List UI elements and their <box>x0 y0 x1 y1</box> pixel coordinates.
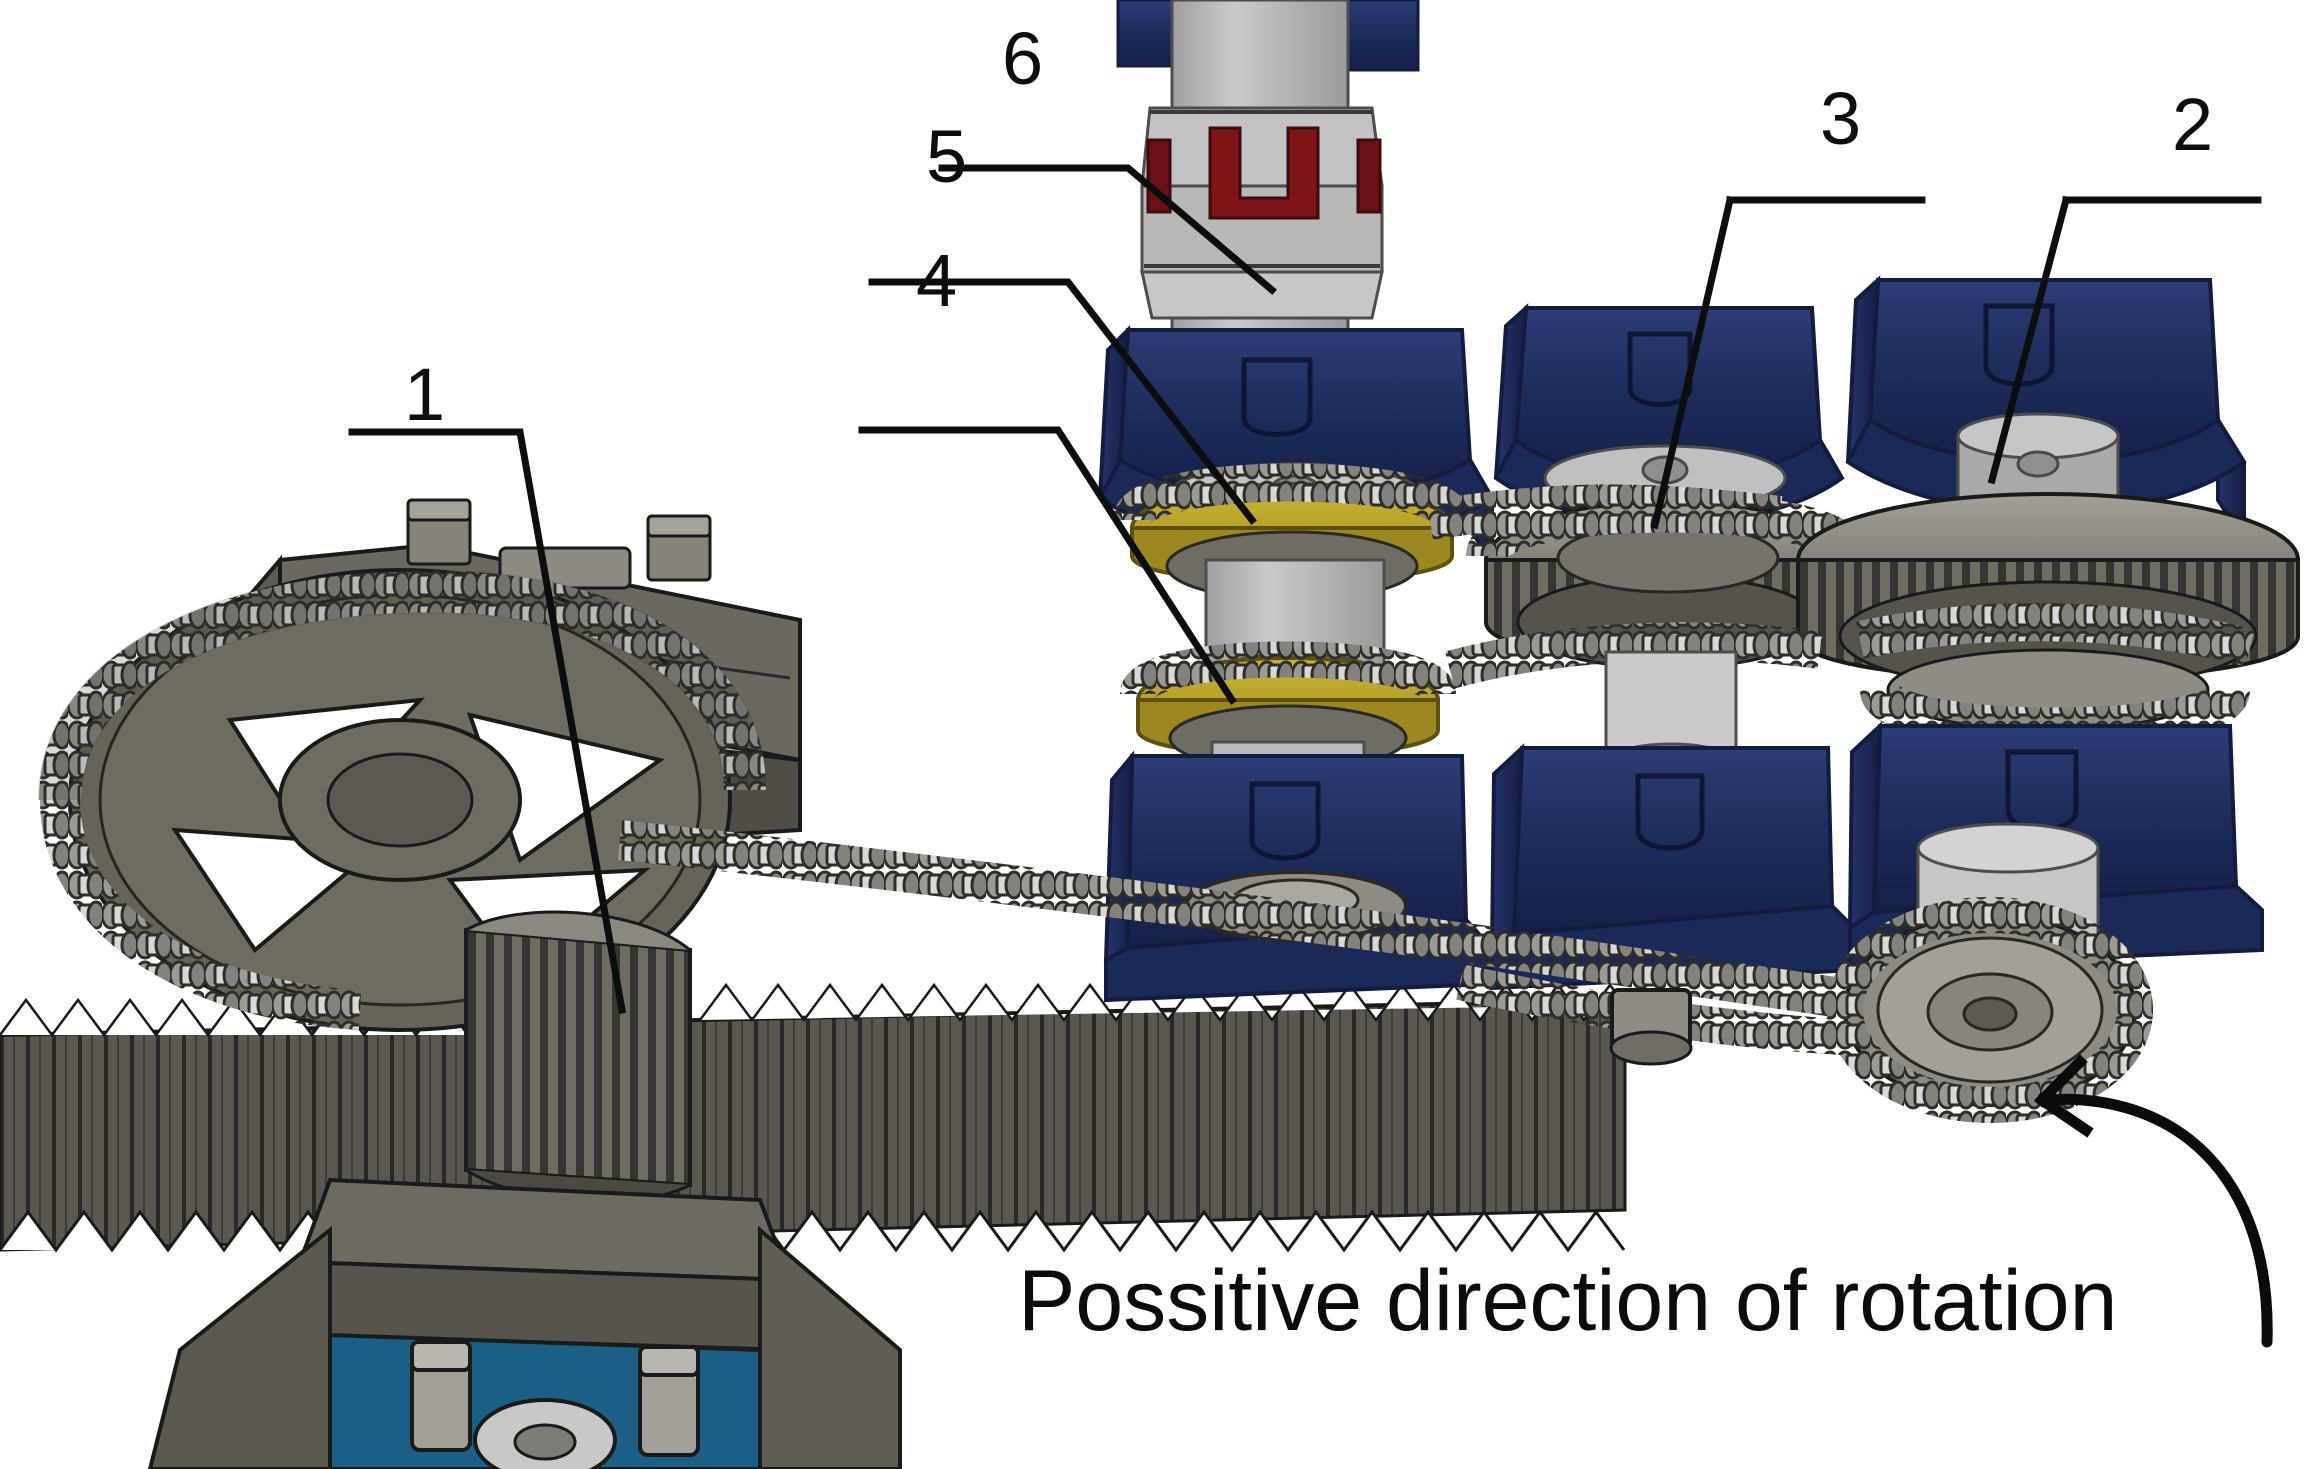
callout-label-1: 1 <box>404 353 446 436</box>
central-ribbed-gear <box>464 910 692 1203</box>
leader-1 <box>348 428 627 1015</box>
callout-label-5: 5 <box>926 115 968 198</box>
chain-runs-upper <box>1426 484 2255 689</box>
callout-leaders <box>348 164 2262 1015</box>
leader-6 <box>938 164 1277 295</box>
bellows-way-cover <box>0 982 1627 1253</box>
callout-label-3: 3 <box>1820 77 1862 160</box>
lower-saddle-and-base <box>147 1177 902 1469</box>
lower-right-sprocket <box>1827 897 2154 1123</box>
leader-3 <box>1650 195 1926 530</box>
callout-label-6: 6 <box>1002 17 1044 100</box>
leader-4 <box>858 426 1237 705</box>
rotation-direction-caption: Possitive direction of rotation <box>1018 1253 2118 1349</box>
callout-label-4: 4 <box>916 239 958 322</box>
pillow-block-bottom-left <box>1103 750 1490 1003</box>
leader-5 <box>868 278 1257 525</box>
callout-label-2: 2 <box>2172 83 2214 166</box>
rotation-arrow <box>2034 1054 2273 1348</box>
leader-2 <box>1987 195 2262 485</box>
chain-tension-post <box>1609 988 1693 1066</box>
